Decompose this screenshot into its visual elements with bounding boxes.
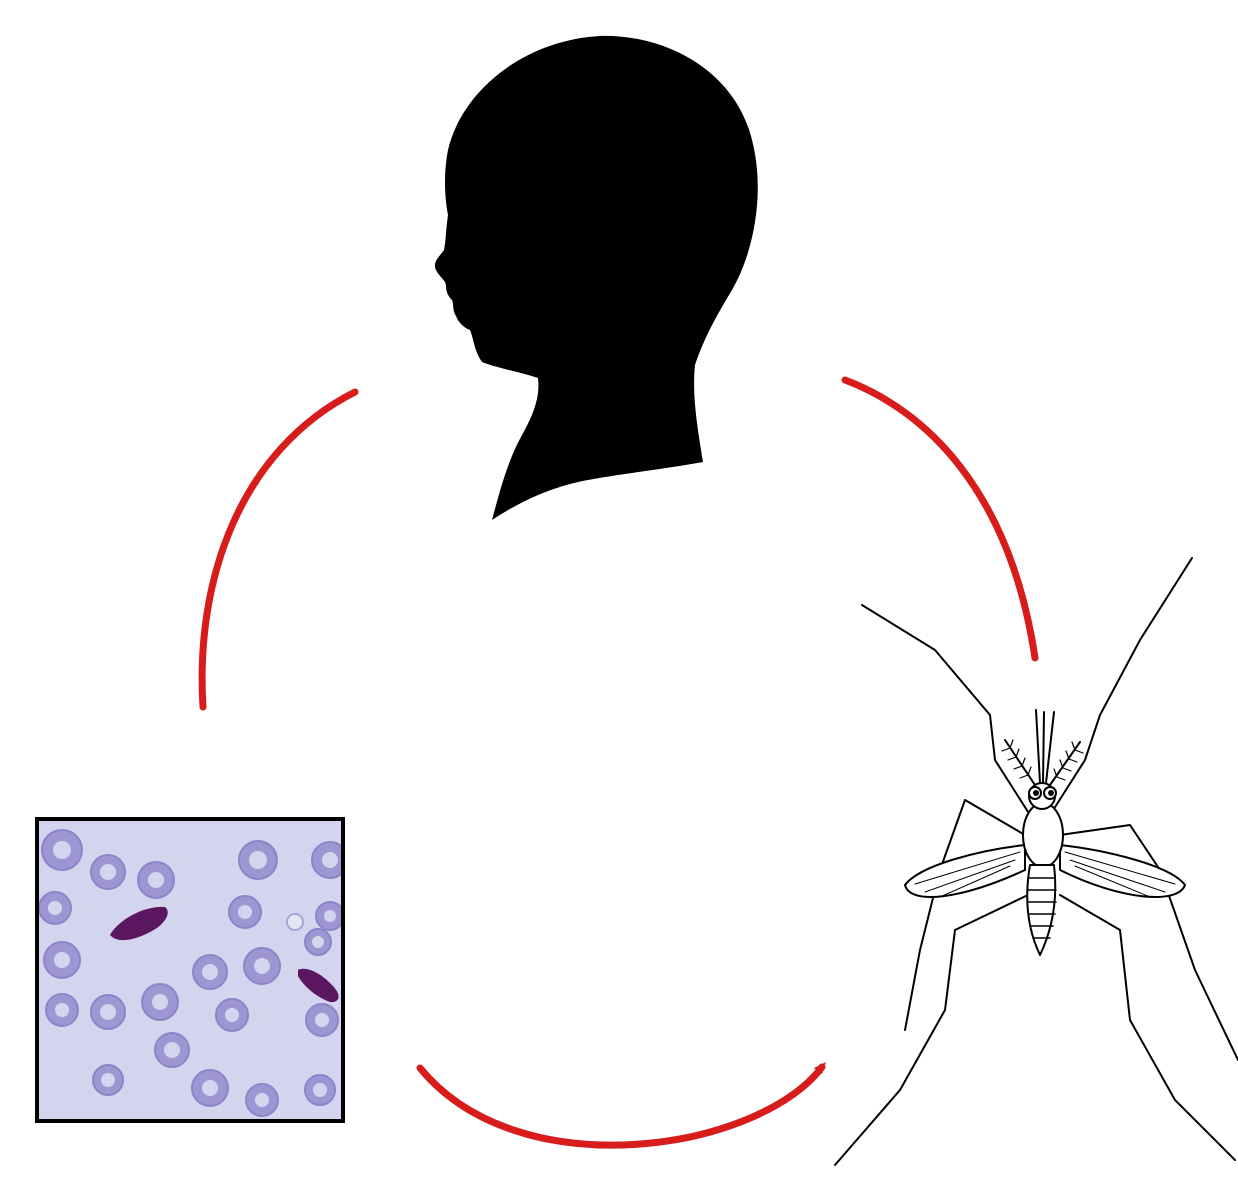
mosquito-leg	[905, 800, 1025, 1030]
mosquito-wing	[1060, 845, 1185, 897]
mosquito-proboscis	[1036, 710, 1054, 783]
red-blood-cell-center	[249, 851, 267, 869]
red-blood-cell-center	[324, 910, 336, 922]
red-blood-cell-center	[55, 1003, 69, 1017]
red-blood-cell-center	[225, 1008, 239, 1022]
red-blood-cell-center	[313, 1083, 327, 1097]
red-blood-cell-center	[322, 852, 338, 868]
mosquito-pupil	[1048, 790, 1054, 796]
red-blood-cell-center	[202, 1080, 218, 1096]
red-blood-cell-center	[312, 936, 324, 948]
mosquito-wing	[905, 845, 1025, 897]
arrow-human-to-mosquito	[845, 380, 1035, 658]
red-blood-cell-center	[148, 872, 164, 888]
red-blood-cell-center	[152, 994, 168, 1010]
smear-background	[37, 819, 343, 1121]
red-blood-cell-center	[238, 905, 252, 919]
red-blood-cell-center	[100, 864, 116, 880]
red-blood-cell-center	[255, 1093, 269, 1107]
mosquito-leg	[1060, 895, 1235, 1160]
blood-smear-icon	[37, 819, 348, 1121]
mosquito-thorax	[1023, 803, 1063, 867]
red-blood-cell-center	[315, 1013, 329, 1027]
red-blood-cell-center	[202, 964, 218, 980]
mosquito-leg	[835, 895, 1028, 1165]
mosquito-leg	[862, 605, 1030, 815]
mosquito-leg	[1050, 558, 1192, 815]
red-blood-cell-center	[101, 1073, 115, 1087]
mosquito-pupil	[1033, 790, 1039, 796]
red-blood-cell-center	[164, 1042, 180, 1058]
red-blood-cell-center	[54, 952, 70, 968]
red-blood-cell-center	[100, 1004, 116, 1020]
red-blood-cell-center	[53, 841, 71, 859]
child-silhouette-icon	[435, 36, 758, 520]
red-blood-cell-center	[254, 958, 270, 974]
arrow-mosquito-to-smear	[420, 1067, 822, 1145]
arrow-smear-to-human	[202, 392, 355, 707]
silhouette-shape	[435, 36, 758, 520]
platelet	[287, 914, 303, 930]
mosquito-antenna	[1050, 742, 1080, 785]
red-blood-cell-center	[48, 901, 62, 915]
